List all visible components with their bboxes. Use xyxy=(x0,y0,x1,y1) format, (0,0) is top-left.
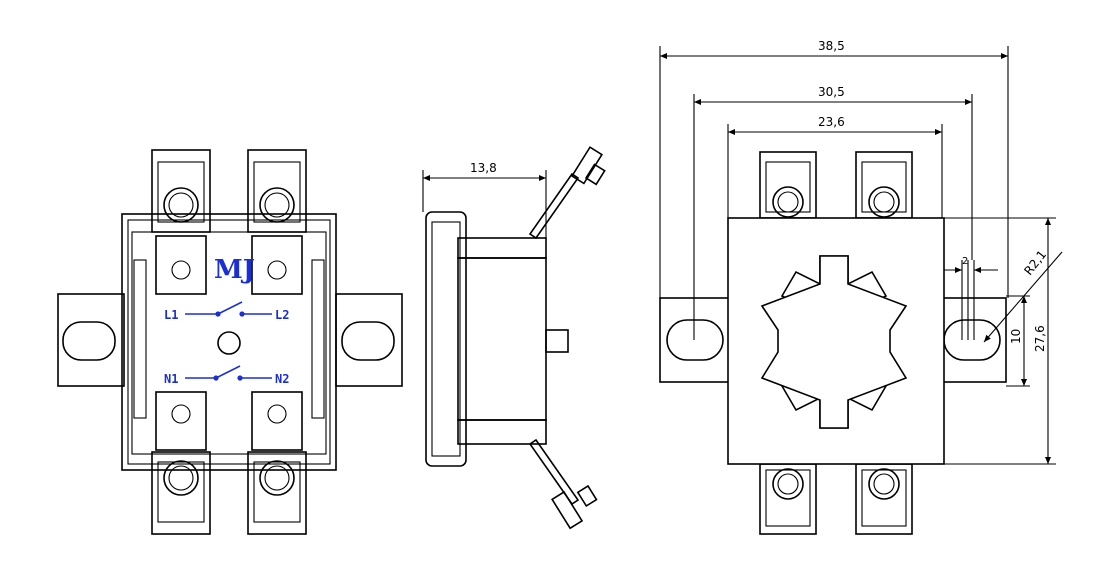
terminal-top-left xyxy=(151,149,211,295)
label-n1: N1 xyxy=(164,372,178,386)
side-cap-inner xyxy=(431,221,461,457)
label-n2: N2 xyxy=(275,372,289,386)
side-button xyxy=(545,329,569,353)
terminal-top-right xyxy=(247,149,307,295)
mounting-view: 2 R2,1 10 27,6 38,5 30,5 23,6 xyxy=(659,39,1063,535)
dim-body-height: 27,6 xyxy=(1033,325,1047,352)
mount-terminal-top-right xyxy=(855,151,913,219)
center-rivet xyxy=(217,331,241,355)
side-view: 13,8 xyxy=(422,146,606,530)
right-slot xyxy=(341,321,395,361)
switch-n xyxy=(185,365,272,381)
label-l2: L2 xyxy=(275,308,289,322)
dim-body-width: 23,6 xyxy=(818,115,845,129)
dim-radius: R2,1 xyxy=(1021,248,1049,278)
side-body xyxy=(457,257,547,421)
mount-terminal-bottom-left xyxy=(759,463,817,535)
terminal-bottom-left xyxy=(151,391,211,535)
front-body-outer xyxy=(121,213,337,471)
dim-slot-width: 2 xyxy=(962,256,968,267)
label-l1: L1 xyxy=(164,308,178,322)
left-slot xyxy=(62,321,116,361)
switch-l xyxy=(185,301,272,317)
left-rail xyxy=(133,259,147,419)
side-bottom-band xyxy=(457,419,547,445)
right-rail xyxy=(311,259,325,419)
terminal-bottom-right xyxy=(247,391,307,535)
mount-slot-right xyxy=(943,319,1001,361)
mount-terminal-top-left xyxy=(759,151,817,219)
front-body-inner xyxy=(127,219,331,465)
dim-depth: 13,8 xyxy=(470,161,497,175)
mount-slot-left xyxy=(666,319,724,361)
front-body-face xyxy=(131,231,327,455)
side-top-band xyxy=(457,237,547,259)
side-cap xyxy=(425,211,467,467)
front-view: MJ L1 L2 N1 N2 xyxy=(57,149,403,535)
brand-logo: MJ xyxy=(214,255,255,285)
dim-slot-height: 10 xyxy=(1009,329,1023,344)
dim-hole-spacing: 30,5 xyxy=(818,85,845,99)
mount-terminal-bottom-right xyxy=(855,463,913,535)
right-flange xyxy=(335,293,403,387)
left-flange xyxy=(57,293,125,387)
side-bottom-lead xyxy=(528,438,598,530)
dim-overall-width: 38,5 xyxy=(818,39,845,53)
side-top-lead xyxy=(528,146,606,240)
